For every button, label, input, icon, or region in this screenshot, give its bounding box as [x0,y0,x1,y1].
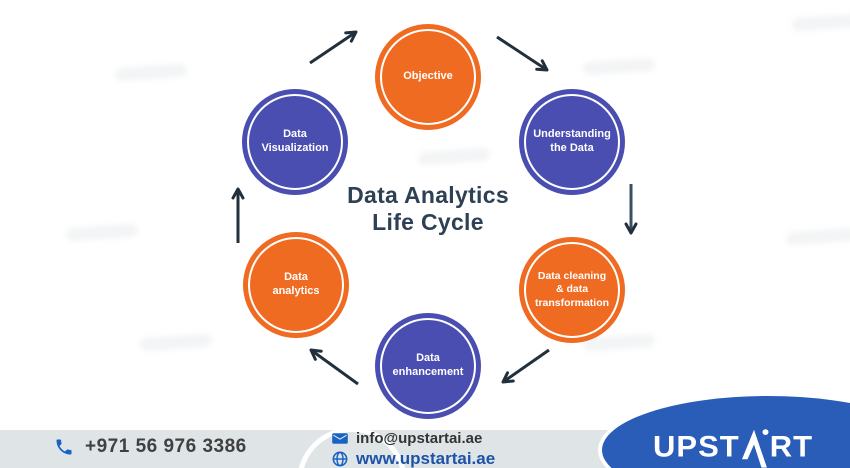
arrow-visualization-to-objective [309,30,358,65]
logo-arrow-a-icon [741,429,769,468]
node-cleaning-line2: & data [555,283,589,296]
logo-text-left: UPST [653,429,740,464]
node-enhancement-label: Data enhancement [389,348,468,384]
footer-website-row: www.upstartai.ae [332,449,495,468]
node-data-cleaning-transformation: Data cleaning & data transformation [524,242,620,338]
phone-number: +971 56 976 3386 [85,436,247,457]
node-visualization-label: Data Visualization [257,124,332,160]
diagram-title-line2: Life Cycle [372,209,484,235]
footer-email-row: info@upstartai.ae [332,430,495,447]
node-cleaning-label: Data cleaning & data transformation [531,266,613,313]
node-data-visualization: Data Visualization [247,94,343,190]
globe-icon [332,451,348,467]
arrow-objective-to-understanding [496,35,549,72]
email-icon [332,433,348,444]
node-analytics-line1: Data [284,271,308,284]
node-data-enhancement: Data enhancement [380,318,476,414]
phone-icon [56,439,72,455]
node-visualization-line1: Data [283,128,307,141]
node-analytics-label: Data analytics [268,267,323,303]
arrow-enhancement-to-analytics [309,348,359,386]
node-understanding-the-data: Understanding the Data [524,94,620,190]
node-enhancement-line1: Data [416,352,440,365]
node-analytics-line2: analytics [272,285,320,297]
node-objective-label: Objective [399,66,457,88]
node-understanding-label: Understanding the Data [529,124,615,160]
diagram-title: Data Analytics Life Cycle [347,182,509,236]
node-understanding-line1: Understanding [533,128,611,141]
node-objective: Objective [380,29,476,125]
email-address: info@upstartai.ae [356,430,483,447]
node-understanding-line2: the Data [550,142,594,154]
node-cleaning-line1: Data cleaning [537,270,607,283]
diagram-title-line1: Data Analytics [347,181,509,208]
node-cleaning-line3: transformation [534,296,610,309]
node-enhancement-line2: enhancement [392,366,464,378]
node-objective-line1: Objective [403,70,453,83]
arrow-cleaning-to-enhancement [501,348,550,384]
node-data-analytics: Data analytics [248,237,344,333]
footer-phone: +971 56 976 3386 [54,436,247,458]
node-visualization-line2: Visualization [261,142,329,154]
brand-logo: UPST RT [653,428,814,468]
website-url: www.upstartai.ae [356,449,496,468]
footer-contact-block: info@upstartai.ae www.upstartai.ae [332,430,495,468]
logo-text-right: RT [769,429,814,464]
